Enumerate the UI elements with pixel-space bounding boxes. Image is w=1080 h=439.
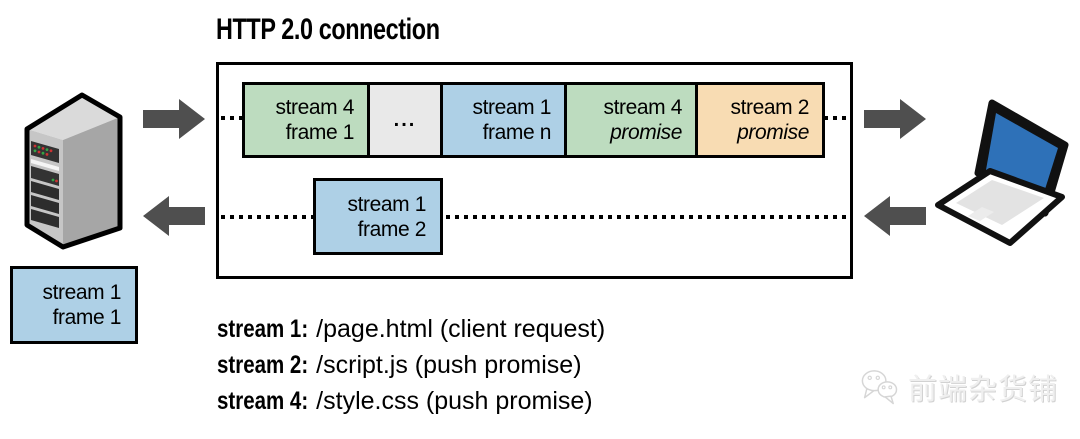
ellipsis-label: ... — [393, 108, 417, 131]
watermark-text: 前端杂货铺 — [908, 374, 1059, 406]
frame-cell-line1: stream 4 — [603, 96, 683, 119]
frame-cell-line2: frame n — [482, 121, 552, 144]
frame-cell-line1: stream 4 — [275, 96, 355, 119]
frame-cell-stream1-framen: stream 1 frame n — [440, 82, 567, 158]
legend-row-stream1: stream 1:/page.html (client request) — [217, 311, 605, 347]
frame-cell-line2: promise — [737, 121, 809, 144]
frame-cell-line2: promise — [610, 121, 682, 144]
legend-label: stream 1: — [217, 315, 309, 343]
legend-label: stream 4: — [217, 387, 309, 415]
arrow-left-icon — [864, 196, 926, 236]
legend-desc: /script.js (push promise) — [316, 351, 582, 379]
frame-cell-line2: frame 2 — [357, 217, 427, 241]
legend-desc: /style.css (push promise) — [316, 387, 593, 415]
legend-row-stream4: stream 4:/style.css (push promise) — [217, 383, 605, 419]
server-icon — [24, 92, 123, 250]
frame-cell-line2: frame 1 — [285, 121, 355, 144]
watermark: 前端杂货铺 — [858, 366, 1058, 408]
frame-cell-stream1-frame1: stream 1 frame 1 — [10, 266, 138, 344]
frame-cell-stream2-promise: stream 2 promise — [695, 82, 825, 158]
frame-cell-line2: frame 1 — [52, 306, 122, 329]
frame-cell-stream1-frame2: stream 1 frame 2 — [313, 178, 443, 255]
stream-dotted-line-bottom — [221, 215, 848, 219]
stream-legend: stream 1:/page.html (client request) str… — [217, 311, 605, 419]
legend-label: stream 2: — [217, 351, 309, 379]
laptop-icon — [935, 99, 1069, 246]
frame-cell-ellipsis: ... — [367, 82, 443, 158]
frame-cell-line1: stream 2 — [730, 96, 810, 119]
frame-cell-line1: stream 1 — [42, 281, 122, 304]
diagram-title: HTTP 2.0 connection — [216, 13, 440, 46]
frame-cell-line1: stream 1 — [347, 192, 427, 216]
frame-cell-line1: stream 1 — [472, 96, 552, 119]
frame-cell-stream4-frame1: stream 4 frame 1 — [242, 82, 370, 158]
legend-row-stream2: stream 2:/script.js (push promise) — [217, 347, 605, 383]
legend-desc: /page.html (client request) — [316, 315, 606, 343]
arrow-right-icon — [864, 99, 926, 139]
arrow-left-icon — [143, 196, 205, 236]
wechat-icon — [861, 370, 898, 405]
frame-cell-stream4-promise: stream 4 promise — [564, 82, 698, 158]
arrow-right-icon — [143, 99, 205, 139]
